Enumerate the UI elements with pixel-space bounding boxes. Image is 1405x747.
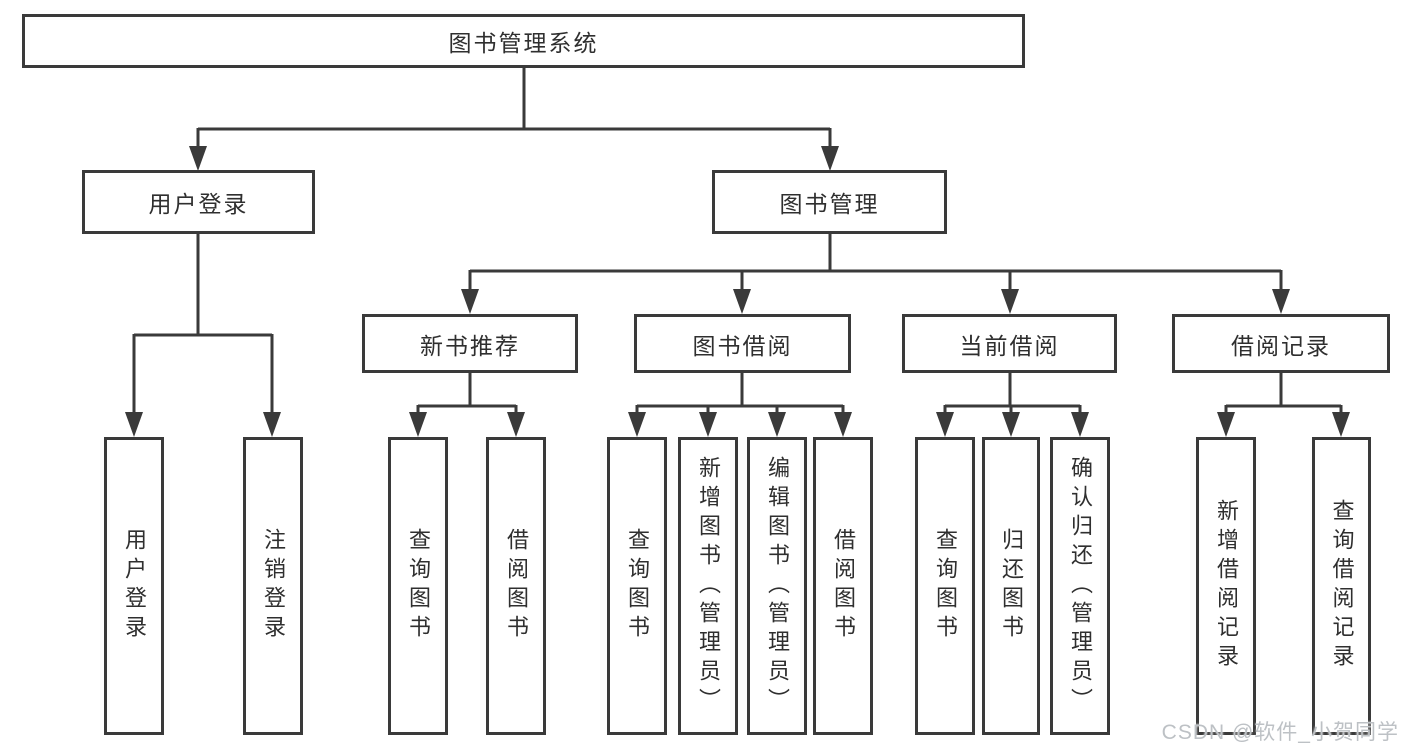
leaf-query-books-recommend-label: 查询图书 — [406, 528, 431, 644]
node-root-label: 图书管理系统 — [448, 30, 599, 56]
leaf-user-login: 用户登录 — [104, 437, 164, 735]
leaf-borrow-books-recommend-label: 借阅图书 — [504, 528, 529, 644]
leaf-borrow-books-borrowing-label: 借阅图书 — [831, 528, 856, 644]
leaf-query-books-recommend: 查询图书 — [388, 437, 448, 735]
arrowhead — [189, 146, 207, 171]
arrowhead — [263, 412, 281, 437]
node-user-login: 用户登录 — [82, 170, 315, 234]
leaf-query-borrow-record: 查询借阅记录 — [1312, 437, 1371, 735]
leaf-query-borrow-record-label: 查询借阅记录 — [1329, 499, 1355, 673]
leaf-return-books: 归还图书 — [982, 437, 1040, 735]
leaf-logout-label: 注销登录 — [261, 528, 286, 644]
arrowhead — [834, 412, 852, 437]
node-user-login-label: 用户登录 — [148, 191, 249, 217]
arrowhead — [461, 289, 479, 314]
leaf-borrow-books-borrowing: 借阅图书 — [813, 437, 873, 735]
leaf-logout: 注销登录 — [243, 437, 303, 735]
arrowhead — [936, 412, 954, 437]
leaf-add-books-admin: 新增图书（管理员） — [678, 437, 738, 735]
leaf-user-login-label: 用户登录 — [122, 528, 147, 644]
node-new-book-recommend-label: 新书推荐 — [420, 332, 520, 359]
csdn-watermark: CSDN @软件_小贺同学 — [1161, 721, 1399, 744]
leaf-query-books-borrowing-label: 查询图书 — [625, 528, 650, 644]
leaf-query-books-current-label: 查询图书 — [933, 528, 958, 644]
leaf-add-books-admin-label: 新增图书（管理员） — [696, 455, 721, 717]
leaf-edit-books-admin-label: 编辑图书（管理员） — [765, 455, 790, 717]
arrowhead — [1071, 412, 1089, 437]
arrowhead — [1002, 412, 1020, 437]
node-book-management: 图书管理 — [712, 170, 947, 234]
arrowhead — [733, 289, 751, 314]
arrowhead — [1217, 412, 1235, 437]
node-borrow-records-label: 借阅记录 — [1231, 332, 1331, 359]
leaf-edit-books-admin: 编辑图书（管理员） — [747, 437, 807, 735]
arrowhead — [1001, 289, 1019, 314]
arrowhead — [507, 412, 525, 437]
arrowhead — [821, 146, 839, 171]
arrowhead — [628, 412, 646, 437]
node-borrow-records: 借阅记录 — [1172, 314, 1390, 373]
leaf-confirm-return-admin: 确认归还（管理员） — [1050, 437, 1110, 735]
node-new-book-recommend: 新书推荐 — [362, 314, 578, 373]
leaf-return-books-label: 归还图书 — [999, 528, 1024, 644]
leaf-add-borrow-record-label: 新增借阅记录 — [1214, 499, 1239, 673]
arrowhead — [699, 412, 717, 437]
leaf-add-borrow-record: 新增借阅记录 — [1196, 437, 1256, 735]
node-book-management-label: 图书管理 — [779, 191, 880, 217]
arrowhead — [1272, 289, 1290, 314]
arrowhead — [125, 412, 143, 437]
arrowhead-group — [125, 146, 1350, 437]
leaf-query-books-borrowing: 查询图书 — [607, 437, 667, 735]
node-root: 图书管理系统 — [22, 14, 1025, 68]
node-current-borrowing-label: 当前借阅 — [959, 332, 1060, 359]
node-book-borrowing-label: 图书借阅 — [692, 332, 793, 359]
node-book-borrowing: 图书借阅 — [634, 314, 851, 373]
leaf-borrow-books-recommend: 借阅图书 — [486, 437, 546, 735]
leaf-confirm-return-admin-label: 确认归还（管理员） — [1068, 455, 1093, 717]
arrowhead — [1332, 412, 1350, 437]
arrowhead — [768, 412, 786, 437]
leaf-query-books-current: 查询图书 — [915, 437, 975, 735]
arrowhead — [409, 412, 427, 437]
node-current-borrowing: 当前借阅 — [902, 314, 1117, 373]
